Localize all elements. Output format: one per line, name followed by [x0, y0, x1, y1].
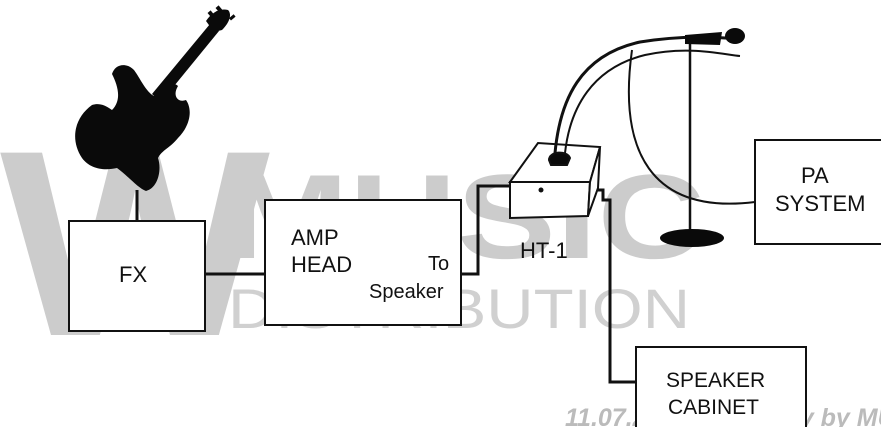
cable-mic-pa [628, 49, 756, 205]
amp-label-line2: HEAD [291, 252, 352, 277]
amp-output-label-line1: To [428, 253, 449, 275]
cables [135, 49, 756, 384]
cable-amp-ht1 [461, 184, 520, 276]
pa-label-line1: PA [801, 163, 829, 188]
mic-stand-base [660, 229, 724, 247]
cabinet-label-line2: CABINET [668, 396, 759, 419]
amp-label-line1: AMP [291, 225, 339, 250]
fx-box: FX [68, 220, 206, 332]
ht1-label: HT-1 [520, 238, 568, 263]
speaker-cabinet-box: SPEAKER CABINET [635, 346, 807, 427]
pa-label-line2: SYSTEM [775, 191, 865, 216]
amp-output-label-line2: Speaker [369, 281, 444, 303]
cable-ht1-cabinet [592, 188, 636, 384]
ht1-side-face [587, 146, 601, 217]
amp-head-box: AMP HEAD To Speaker [264, 199, 462, 326]
fx-label: FX [119, 262, 147, 287]
pa-system-box: PA SYSTEM [754, 139, 881, 245]
cabinet-label-line1: SPEAKER [666, 369, 765, 392]
gooseneck-mic-icon [553, 28, 745, 247]
ht1-indicator-dot [538, 187, 544, 193]
guitar-headstock-tuners [207, 5, 236, 21]
ht1-mic-knob [547, 151, 572, 166]
ht1-unit [508, 141, 602, 220]
ht1-front-face [509, 181, 592, 220]
